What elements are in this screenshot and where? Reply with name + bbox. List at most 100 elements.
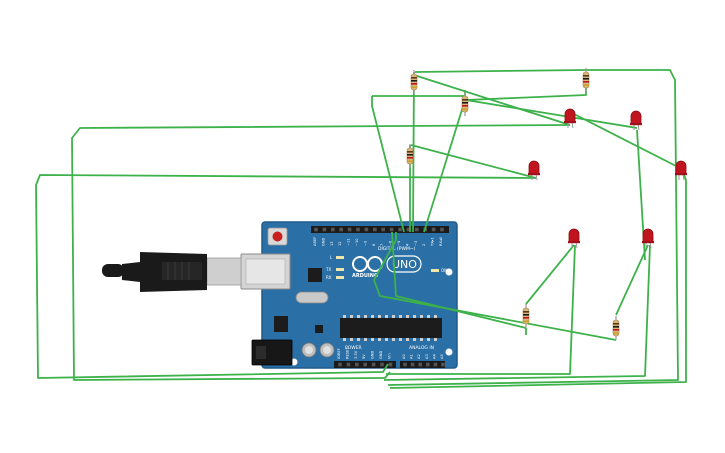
resistor[interactable]	[522, 304, 530, 328]
analog-pin[interactable]	[418, 362, 422, 367]
power-pin[interactable]	[363, 362, 367, 367]
wire[interactable]	[413, 74, 571, 126]
mounting-hole	[445, 348, 453, 356]
digital-pin[interactable]	[364, 227, 369, 232]
usb-plug-metal	[206, 257, 242, 286]
resistor[interactable]	[461, 92, 469, 116]
digital-pin[interactable]	[347, 227, 352, 232]
model-badge	[386, 255, 422, 273]
digital-pin-label: 2	[422, 244, 426, 246]
wire[interactable]	[373, 232, 397, 281]
digital-pin-label: 8	[372, 243, 376, 246]
leds	[528, 108, 687, 249]
red-led[interactable]	[630, 110, 642, 131]
wire[interactable]	[373, 279, 617, 341]
wire[interactable]	[391, 231, 527, 329]
wire[interactable]	[35, 174, 537, 379]
wire[interactable]	[569, 111, 681, 169]
digital-label: DIGITAL (PWM~)	[378, 246, 416, 252]
power-label: POWER	[345, 345, 362, 351]
wire[interactable]	[615, 244, 649, 316]
power-pin[interactable]	[380, 362, 384, 367]
analog-pin[interactable]	[410, 362, 415, 367]
digital-pin[interactable]	[314, 227, 318, 232]
power-pin[interactable]	[338, 362, 342, 367]
wire[interactable]	[423, 90, 466, 233]
resistor[interactable]	[410, 70, 418, 94]
analog-pin[interactable]	[433, 362, 438, 367]
wire[interactable]	[410, 144, 537, 179]
analog-pin[interactable]	[441, 362, 445, 367]
wire[interactable]	[412, 71, 415, 233]
red-led[interactable]	[528, 160, 540, 181]
reset-button[interactable]	[267, 227, 288, 246]
digital-pin[interactable]	[339, 227, 343, 232]
digital-pin[interactable]	[356, 227, 360, 232]
analog-pin-label: A2	[417, 354, 421, 359]
digital-pin[interactable]	[406, 227, 411, 232]
power-pin[interactable]	[355, 362, 359, 367]
led-l-indicator	[336, 256, 344, 259]
wire[interactable]	[525, 244, 575, 305]
digital-pin[interactable]	[381, 227, 385, 232]
analog-pin-label: A3	[425, 354, 429, 359]
power-pin[interactable]	[346, 362, 351, 367]
analog-pin-label: A5	[440, 354, 444, 359]
power-pin[interactable]	[371, 362, 376, 367]
usb-chip	[308, 268, 322, 282]
red-led[interactable]	[568, 228, 580, 249]
wire[interactable]	[383, 244, 651, 381]
power-pin-label: 3.3V	[354, 350, 358, 359]
crystal-oscillator	[295, 291, 329, 304]
digital-pin[interactable]	[331, 227, 335, 232]
usb-port	[240, 253, 291, 290]
wire[interactable]	[387, 69, 679, 386]
digital-pin[interactable]	[389, 227, 394, 232]
analog-label: ANALOG IN	[409, 345, 434, 351]
digital-pin-label: 7	[380, 244, 384, 246]
usb-cable[interactable]	[102, 252, 242, 292]
led-on-indicator	[431, 269, 439, 272]
digital-pin-label: ~5	[397, 241, 401, 246]
power-pin-label: IOREF	[337, 348, 341, 359]
red-led[interactable]	[642, 228, 654, 249]
digital-pin-label: ~6	[389, 240, 393, 246]
digital-pin-label: ~3	[414, 241, 418, 246]
power-pin[interactable]	[388, 362, 393, 367]
power-pin-label: Vin	[387, 353, 391, 359]
voltage-regulator	[274, 316, 288, 332]
analog-pin-label: A1	[410, 354, 414, 359]
analog-pin[interactable]	[426, 362, 430, 367]
small-chip	[315, 325, 323, 333]
usb-strain-relief	[122, 262, 140, 282]
digital-pin[interactable]	[415, 227, 419, 232]
analog-pin[interactable]	[403, 362, 407, 367]
resistor[interactable]	[406, 144, 414, 168]
red-led[interactable]	[564, 108, 576, 129]
digital-pin-label: TX▸1	[431, 237, 435, 247]
red-led[interactable]	[675, 160, 687, 181]
wire[interactable]	[386, 244, 576, 375]
digital-pin-label: 12	[338, 241, 342, 246]
power-jack	[251, 339, 293, 366]
digital-pin[interactable]	[398, 227, 402, 232]
digital-pin-label: ~9	[363, 240, 367, 246]
digital-pin-label: ~10	[355, 238, 359, 246]
digital-pin[interactable]	[373, 227, 377, 232]
wire[interactable]	[465, 99, 638, 129]
digital-pin-label: GND	[321, 238, 325, 246]
wire[interactable]	[371, 96, 405, 233]
resistor[interactable]	[612, 316, 620, 340]
digital-pin[interactable]	[440, 227, 444, 232]
digital-pin[interactable]	[431, 227, 436, 232]
wire[interactable]	[71, 124, 571, 381]
resistor[interactable]	[582, 68, 590, 92]
arduino-logo: ARDUINO UNO	[352, 255, 422, 279]
analog-pin-label: A0	[402, 354, 406, 359]
digital-pin[interactable]	[322, 227, 327, 232]
